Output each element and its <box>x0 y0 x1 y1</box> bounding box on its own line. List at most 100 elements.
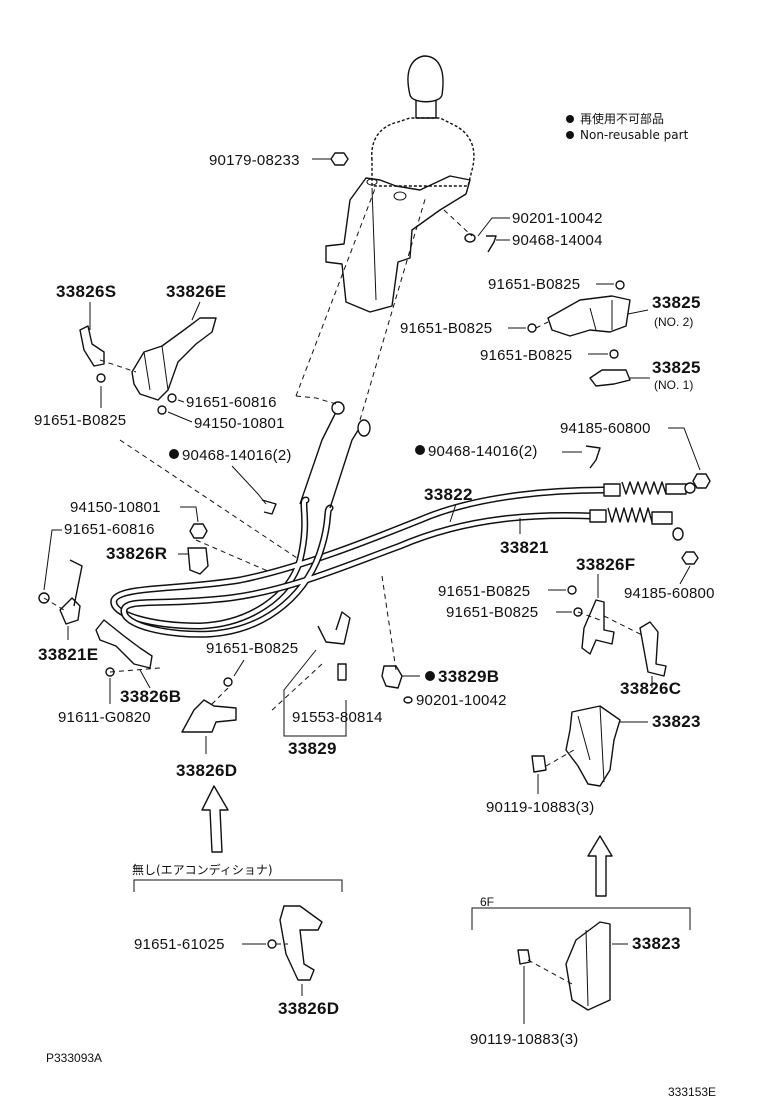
part-label: 33829 <box>288 739 337 758</box>
shift-lever-assembly <box>325 55 475 313</box>
legend-non-reusable-jp: 再使用不可部品 <box>580 111 664 126</box>
callout-33822: 33822 <box>424 485 472 523</box>
part-label: 33826E <box>166 282 226 301</box>
callout-33821E: 33821E <box>38 559 98 664</box>
callout-33823-a: 33823 90119-10883(3) <box>486 705 700 816</box>
bracket-33821E-rod <box>69 559 83 607</box>
part-label: 91651-B0825 <box>488 276 580 293</box>
part-label: 90201-10042 <box>416 692 507 709</box>
bracket-33826F <box>581 599 615 655</box>
variant-label: 6F <box>480 895 494 909</box>
shift-knob <box>407 55 444 103</box>
callout-33829B: 33829B 90201-10042 <box>381 665 507 709</box>
part-label: 91651-B0825 <box>34 412 126 429</box>
part-label: 33825 <box>652 358 701 377</box>
part-label: 33826R <box>106 544 167 563</box>
bracket-edge <box>589 300 613 331</box>
bolt-icon <box>531 755 547 773</box>
arrow-up-left <box>201 785 229 853</box>
variant-label: 無し(エアコンディショナ) <box>132 862 273 877</box>
callout-33825-no2: 91651-B0825 33825 (NO. 2) 91651-B0825 <box>400 276 701 337</box>
callout-94150-10801-left: 94150-10801 <box>70 499 208 539</box>
part-label: 91651-60816 <box>64 521 155 538</box>
part-label: 90119-10883(3) <box>486 799 594 816</box>
part-label: 91651-B0825 <box>400 320 492 337</box>
part-label: 94185-60800 <box>560 420 651 437</box>
clip-icon <box>585 445 601 469</box>
nut-icon <box>330 152 349 166</box>
variant-no-ac: 無し(エアコンディショナ) 91651-61025 33826D <box>132 862 343 1018</box>
plate-edge <box>585 929 589 1007</box>
figure-id-right: 333153E <box>668 1085 716 1099</box>
part-label: 90468-14004 <box>512 232 603 249</box>
cable-end-bellows-33821 <box>589 507 684 541</box>
cable-eye <box>331 401 345 415</box>
bolt-icon <box>615 280 625 290</box>
shift-lever-housing <box>325 175 471 313</box>
callout-33821: 33821 <box>500 518 549 557</box>
part-label: 94150-10801 <box>70 499 161 516</box>
callout-94185-60800-bottom: 94185-60800 <box>624 551 715 602</box>
arrow-up-right <box>587 835 613 897</box>
callout-90468-14016-left: 90468-14016(2) <box>169 447 291 515</box>
non-reusable-dot-icon <box>169 449 179 459</box>
plate-edge <box>577 705 605 783</box>
part-label: 33821 <box>500 538 549 557</box>
bracket-33825-no2 <box>547 295 631 337</box>
pivot-hole <box>366 178 378 186</box>
part-label: 33826B <box>120 687 181 706</box>
callout-90179-08233: 90179-08233 <box>209 152 349 169</box>
bolt-icon <box>609 349 619 359</box>
bolt-icon <box>167 393 177 403</box>
part-label: 90201-10042 <box>512 210 603 227</box>
cable-end-33822 <box>299 411 337 505</box>
nut-icon <box>692 473 711 489</box>
washer-icon <box>464 233 476 243</box>
part-label: 33821E <box>38 645 98 664</box>
callout-33826B: 33826B 91611-G0820 <box>58 619 181 726</box>
part-label: 94185-60800 <box>624 585 715 602</box>
bracket-33826S <box>79 325 105 367</box>
part-label: 33826D <box>176 761 237 780</box>
bracket-33826D <box>181 699 237 733</box>
bracket-edge <box>143 345 169 391</box>
nut-icon <box>189 523 208 539</box>
legend-non-reusable-en: Non-reusable part <box>580 128 689 142</box>
callout-33825-no1: 91651-B0825 33825 (NO. 1) <box>480 347 701 392</box>
part-label: 91651-60816 <box>186 394 277 411</box>
figure-id-left: P333093A <box>46 1051 102 1065</box>
callout-33829: 91553-80814 33829 <box>283 611 382 758</box>
callout-33826F-33826C: 33826F 91651-B0825 91651-B0825 33826C <box>438 555 681 698</box>
arrow-up-icon <box>201 785 229 853</box>
cable-eye <box>357 419 371 437</box>
part-label: 90179-08233 <box>209 152 300 169</box>
bolt-icon <box>517 949 531 965</box>
assembly-guide-lines <box>43 185 645 985</box>
bolt-icon <box>527 323 537 333</box>
shift-knob-neck <box>415 100 437 119</box>
bracket-33826R <box>187 547 209 575</box>
bolt-icon <box>567 585 577 595</box>
arrow-up-icon <box>587 835 613 897</box>
part-label: 33826S <box>56 282 116 301</box>
part-label: 94150-10801 <box>194 415 285 432</box>
bolt-icon <box>223 677 233 687</box>
callout-33826S-33826E: 33826S 33826E 91651-B0825 91651-60816 94… <box>34 282 285 432</box>
plate-33823 <box>565 705 621 787</box>
bracket-33825-no1 <box>589 369 631 387</box>
non-reusable-dot-icon <box>425 671 435 681</box>
bolt-icon <box>337 663 347 681</box>
clip-icon <box>486 235 497 253</box>
part-label: 33825 <box>652 293 701 312</box>
part-label: 91651-B0825 <box>446 604 538 621</box>
clip-33829B <box>381 665 403 689</box>
bracket-33821E <box>59 597 81 625</box>
part-label: 91611-G0820 <box>58 709 151 726</box>
legend: 再使用不可部品 Non-reusable part <box>566 111 689 142</box>
housing-edge <box>371 187 377 301</box>
bracket-33826B <box>95 619 153 669</box>
part-label: 33823 <box>632 934 681 953</box>
callout-33826D-a: 33826D <box>176 699 237 780</box>
part-label: 91651-B0825 <box>438 583 530 600</box>
